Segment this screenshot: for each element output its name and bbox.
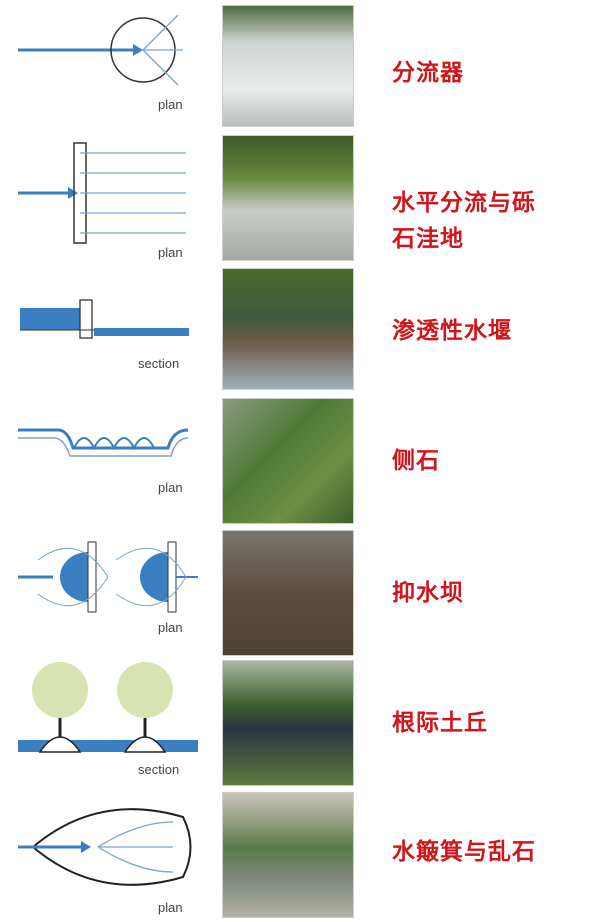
level-spreader-photo [222, 135, 354, 261]
item-label: 分流器 [392, 60, 464, 86]
item-label-line: 石洼地 [392, 226, 464, 252]
splash-pad-diagram [18, 808, 192, 886]
curb-diagram [18, 428, 189, 457]
row-permeable-weir: section 渗透性水堰 [0, 268, 600, 393]
view-caption: plan [158, 620, 183, 635]
flow-splitter-diagram [18, 14, 183, 86]
item-label: 水簸箕与乱石 [392, 839, 536, 865]
row-curb: plan 侧石 [0, 398, 600, 526]
item-label-line: 水平分流与砾 [392, 190, 536, 216]
row-root-mound: section 根际土丘 [0, 660, 600, 788]
root-mound-photo [222, 660, 354, 786]
check-dam-diagram [18, 541, 198, 613]
item-label: 水平分流与砾石洼地 [392, 185, 536, 257]
flow-splitter-photo [222, 5, 354, 127]
splash-pad-photo [222, 792, 354, 918]
view-caption: plan [158, 97, 183, 112]
view-caption: plan [158, 900, 183, 915]
permeable-weir-photo [222, 268, 354, 390]
view-caption: section [138, 762, 180, 777]
row-flow-splitter: plan 分流器 [0, 5, 600, 130]
row-level-spreader: plan 水平分流与砾石洼地 [0, 135, 600, 263]
item-label: 抑水坝 [392, 580, 464, 606]
check-dam-photo [222, 530, 354, 656]
item-label: 根际土丘 [392, 710, 488, 736]
view-caption: plan [158, 245, 183, 260]
level-spreader-diagram [18, 142, 186, 244]
row-check-dam: plan 抑水坝 [0, 530, 600, 658]
view-caption: section [138, 356, 180, 371]
root-mound-diagram [18, 662, 198, 753]
item-label: 侧石 [392, 448, 440, 474]
permeable-weir-diagram [20, 299, 189, 339]
item-label: 渗透性水堰 [392, 318, 512, 344]
row-splash-pad: plan 水簸箕与乱石 [0, 792, 600, 922]
view-caption: plan [158, 480, 183, 495]
curb-photo [222, 398, 354, 524]
